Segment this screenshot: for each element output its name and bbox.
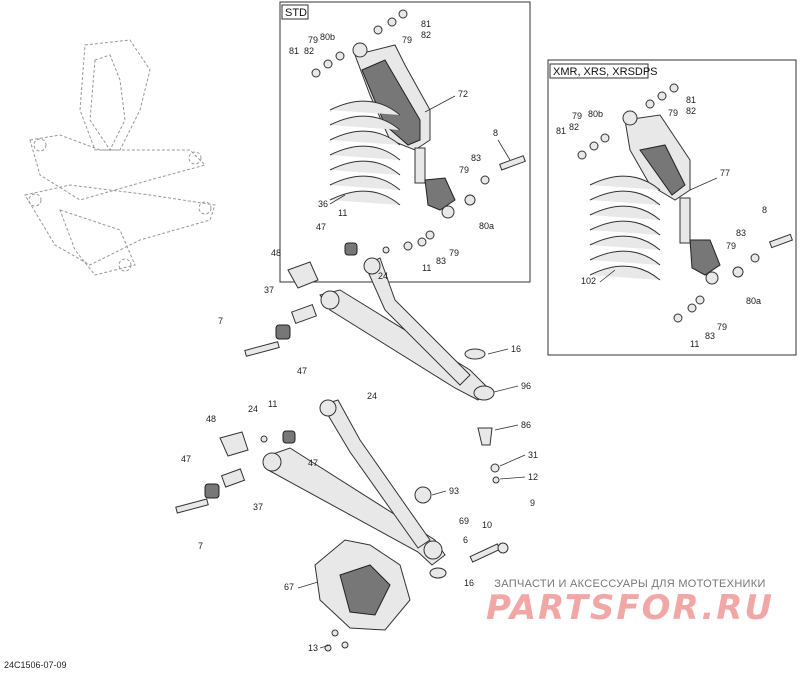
part-label: 10 [482,520,492,530]
watermark: ЗАПЧАСТИ И АКСЕССУАРЫ ДЛЯ МОТОТЕХНИКИ PA… [470,578,790,626]
upper-a-arm [244,242,495,446]
part-label: 83 [471,153,481,163]
part-label: 11 [422,263,431,273]
part-label: 8 [762,205,767,215]
xmr-shock-absorber [622,110,721,285]
part-label: 7 [218,316,223,326]
main-labels: 11 47 24 48 37 7 47 16 96 24 86 48 24 11… [181,208,538,653]
part-label: 81 [686,95,696,105]
part-label: 80a [479,221,494,231]
part-label: 24 [378,271,388,281]
xmr-box: XMR, XRS, XRSDPS [547,59,797,356]
xmr-hardware [577,83,794,323]
part-label: 6 [463,535,468,545]
drawing-id: 24C1506-07-09 [4,660,67,670]
part-label: 82 [304,46,314,56]
std-box-title: STD [285,7,307,19]
part-label: 83 [436,256,446,266]
xmr-box-title: XMR, XRS, XRSDPS [553,66,658,78]
part-label: 82 [421,30,431,40]
part-label: 83 [736,228,746,238]
part-label: 69 [459,516,469,526]
part-label: 37 [253,502,263,512]
part-label: 81 [421,19,431,29]
part-label: 80b [588,109,603,119]
part-label: 79 [717,322,727,332]
part-label: 77 [720,168,730,178]
overview-assembly [24,39,216,276]
std-shock-absorber [352,42,456,219]
part-label: 80a [746,296,761,306]
part-label: 80b [320,32,335,42]
part-label: 93 [449,486,459,496]
watermark-tagline: ЗАПЧАСТИ И АКСЕССУАРЫ ДЛЯ МОТОТЕХНИКИ [494,578,766,590]
part-label: 82 [686,106,696,116]
part-label: 79 [402,35,412,45]
part-label: 31 [528,450,538,460]
part-label: 79 [308,35,318,45]
std-spring [329,100,401,206]
part-label: 79 [668,108,678,118]
lower-a-arm [175,399,509,579]
part-label: 79 [726,241,736,251]
part-label: 24 [248,404,258,414]
xmr-labels: 81 79 82 79 80b 81 82 77 102 8 83 79 80a… [556,95,767,349]
std-box: STD [279,1,531,283]
part-label: 47 [308,458,318,468]
part-label: 11 [690,339,699,349]
part-label: 79 [459,165,469,175]
part-label: 67 [284,582,294,592]
part-label: 83 [705,331,715,341]
part-label: 47 [316,222,326,232]
std-labels: 81 82 79 81 82 79 80b 72 36 8 83 79 80a … [289,19,511,273]
part-label: 16 [464,578,474,588]
xmr-spring [589,175,661,281]
part-label: 81 [289,46,299,56]
part-label: 36 [318,199,328,209]
part-label: 79 [449,248,459,258]
part-label: 48 [271,248,281,258]
part-label: 48 [206,414,216,424]
part-label: 24 [367,391,377,401]
part-label: 37 [264,285,274,295]
part-label: 102 [581,276,596,286]
part-label: 96 [521,381,531,391]
part-label: 82 [569,122,579,132]
part-label: 11 [338,208,347,218]
part-label: 8 [493,128,498,138]
part-label: 11 [268,399,277,409]
part-label: 86 [521,420,531,430]
watermark-logo: PARTSFOR.RU [485,588,775,628]
part-label: 12 [528,472,538,482]
part-label: 9 [530,498,535,508]
part-label: 7 [198,541,203,551]
part-label: 81 [556,126,566,136]
part-label: 72 [458,89,468,99]
std-hardware [311,9,526,251]
part-label: 16 [511,344,521,354]
part-label: 13 [308,643,318,653]
part-label: 47 [181,454,191,464]
part-label: 79 [572,111,582,121]
part-label: 47 [297,366,307,376]
protector-plate [314,539,411,652]
